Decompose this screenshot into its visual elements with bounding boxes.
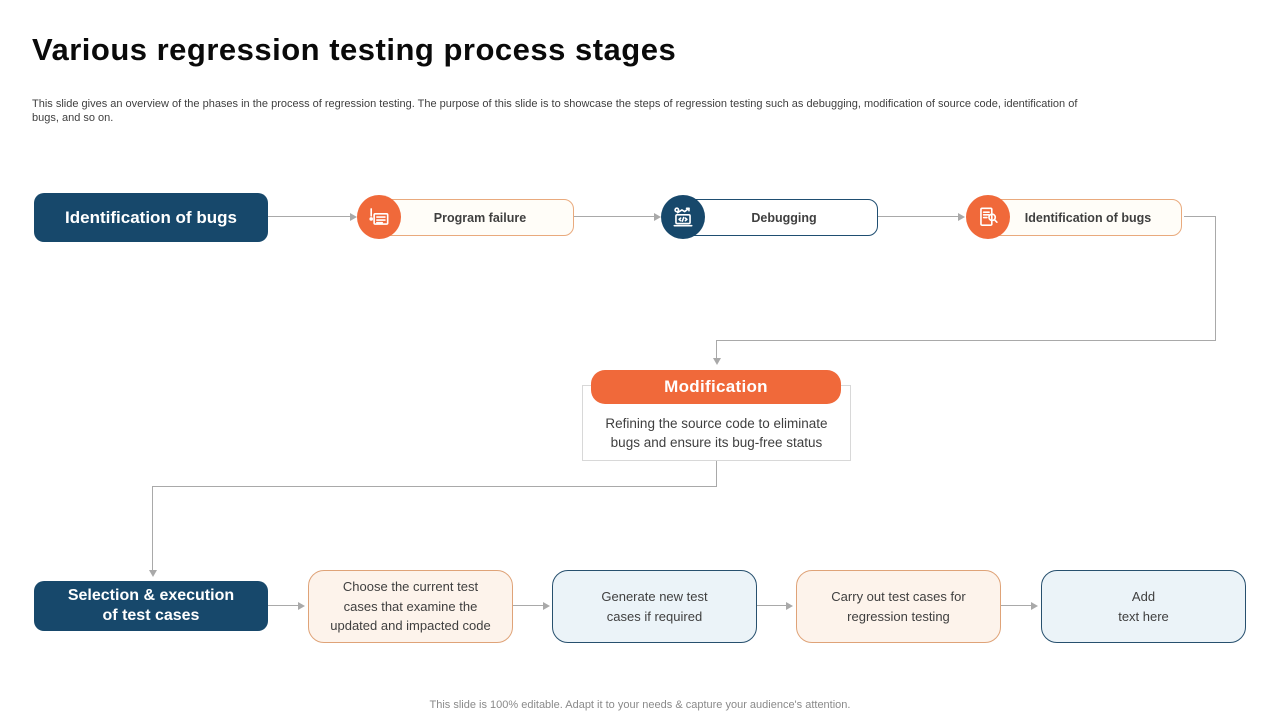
connector-line (757, 605, 786, 606)
arrowhead-right-icon (1031, 602, 1038, 610)
stage-box-identification-of-bugs[interactable]: Identification of bugs (34, 193, 268, 242)
warning-checklist-icon (357, 195, 401, 239)
arrowhead-down-icon (713, 358, 721, 365)
debugging-monitor-icon (661, 195, 705, 239)
arrowhead-right-icon (654, 213, 661, 221)
connector-line (513, 605, 543, 606)
task-box-choose-current-test-cases[interactable]: Choose the current test cases that exami… (308, 570, 513, 643)
connector-line (716, 461, 717, 486)
task-box-generate-new-test-cases[interactable]: Generate new test cases if required (552, 570, 757, 643)
arrowhead-right-icon (958, 213, 965, 221)
arrowhead-right-icon (543, 602, 550, 610)
connector-line (152, 486, 717, 487)
connector-line (268, 605, 298, 606)
stage-box-selection-execution[interactable]: Selection & execution of test cases (34, 581, 268, 631)
arrowhead-right-icon (350, 213, 357, 221)
connector-line (1001, 605, 1031, 606)
document-search-icon (966, 195, 1010, 239)
connector-line (152, 486, 153, 570)
connector-line (1215, 216, 1216, 340)
flow-step-label: Debugging (751, 210, 817, 225)
connector-line (574, 216, 654, 217)
connector-line (1184, 216, 1216, 217)
arrowhead-right-icon (786, 602, 793, 610)
arrowhead-right-icon (298, 602, 305, 610)
task-box-carry-out-test-cases[interactable]: Carry out test cases for regression test… (796, 570, 1001, 643)
slide-description: This slide gives an overview of the phas… (32, 98, 1078, 124)
modification-title-box[interactable]: Modification (591, 370, 841, 404)
flow-step-label: Identification of bugs (1024, 210, 1152, 225)
arrowhead-down-icon (149, 570, 157, 577)
task-box-add-text-here[interactable]: Add text here (1041, 570, 1246, 643)
connector-line (878, 216, 958, 217)
connector-line (716, 340, 1216, 341)
flow-step-label: Program failure (433, 210, 527, 225)
page-title: Various regression testing process stage… (32, 32, 677, 67)
connector-line (268, 216, 350, 217)
connector-line (716, 340, 717, 358)
footer-note: This slide is 100% editable. Adapt it to… (429, 699, 851, 711)
